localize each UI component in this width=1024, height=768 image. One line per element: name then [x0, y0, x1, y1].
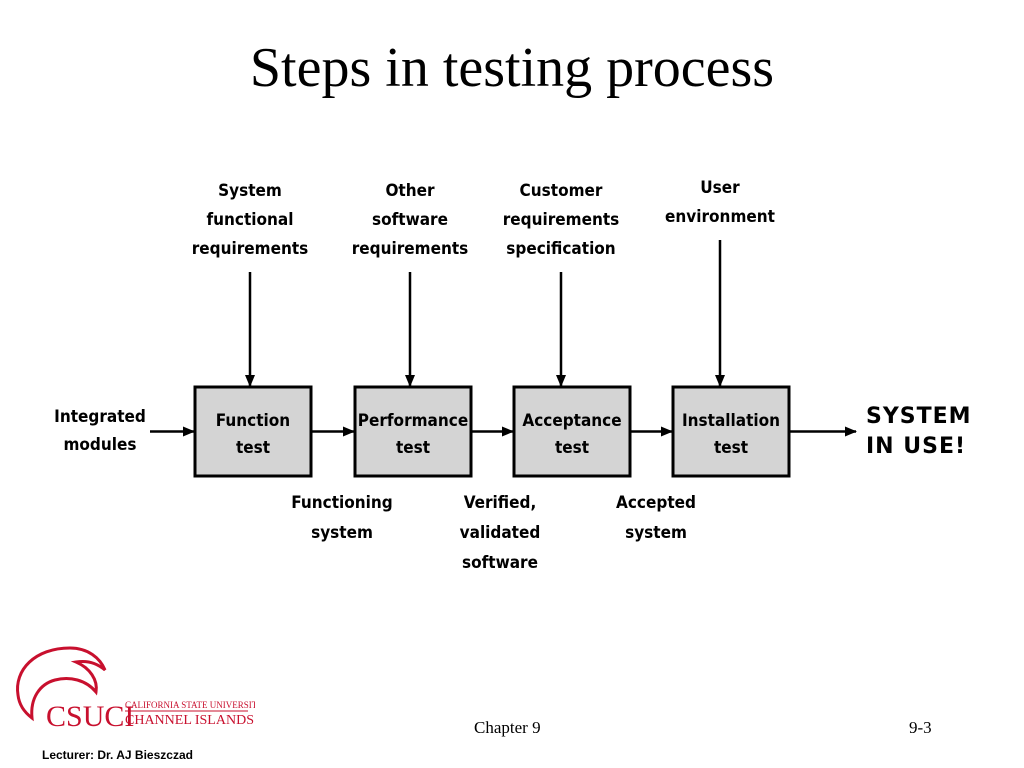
process-box-4: [671, 385, 791, 478]
footer-chapter: Chapter 9: [474, 718, 541, 737]
logo-line-1: CALIFORNIA STATE UNIVERSITY: [125, 700, 255, 710]
logo-line-2: CHANNEL ISLANDS: [125, 713, 254, 728]
dolphin-icon: [16, 646, 107, 722]
process-box-2: [353, 385, 473, 478]
logo-monogram: CSUCI: [46, 700, 134, 733]
university-logo: CSUCI CALIFORNIA STATE UNIVERSITY CHANNE…: [10, 640, 264, 745]
slide-title: Steps in testing process: [249, 37, 775, 99]
process-box-1: [193, 385, 313, 478]
footer-lecturer: Lecturer: Dr. AJ Bieszczad: [42, 748, 193, 762]
footer-page-number: 9-3: [909, 718, 932, 737]
process-box-3: [512, 385, 632, 478]
